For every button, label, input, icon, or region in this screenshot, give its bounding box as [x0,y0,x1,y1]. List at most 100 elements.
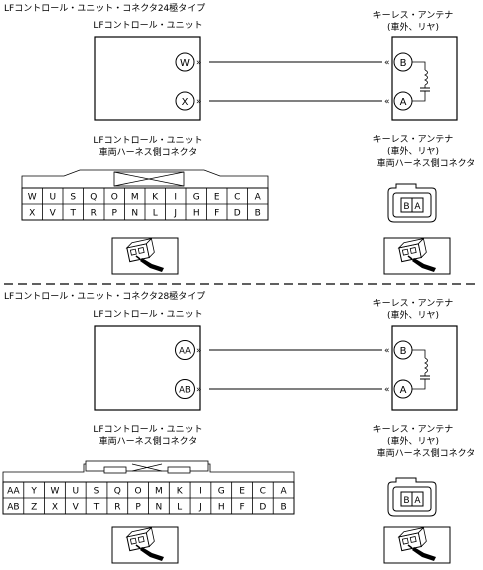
unit-label: LFコントロール・ユニット [93,310,202,320]
pin-circle [175,379,195,399]
connector-cavity-label: G [193,193,200,203]
antenna-pin-label: B [400,346,407,357]
connector-cavity-label: Q [114,487,121,497]
connector-housing [21,169,269,188]
connector-arrow: « [384,58,390,68]
probe-icon [111,237,179,275]
connector-cavity-label: R [114,503,120,513]
connector-cavity-label: C [260,487,266,497]
antenna-label-line2: (車外、リヤ) [387,21,439,33]
connector-arrow: » [196,346,202,356]
connector-cavity-label: K [177,487,184,497]
connector-cavity-label: L [177,503,182,513]
antenna-coil-capacitor [412,61,430,102]
connector-cavity-label: Z [31,503,37,513]
connector-cavity-label: P [135,503,141,513]
section-title: LFコントロール・ユニット・コネクタ28極タイプ [4,290,205,302]
connector-arrow: » [196,385,202,395]
connector-cavity-label: V [73,503,80,513]
antenna-label-line1: キーレス・アンテナ [373,10,454,21]
connector-cavity-label: Y [30,487,37,497]
antenna-conn-pin: A [414,496,421,506]
connector-cavity-label: AB [7,503,19,513]
unit-pin-label: W [180,58,190,69]
antenna-conn-pin: A [414,202,421,212]
connector-cavity-label: L [153,209,158,219]
antenna-conn-pin: B [403,202,409,212]
connector-arrow: « [384,385,390,395]
antenna-coil-capacitor [412,349,430,390]
connector-cavity-label: R [91,209,97,219]
connector-cavity-label: H [193,209,200,219]
connector-cavity-label: P [112,209,118,219]
connector-cavity-label: I [174,193,177,203]
connector-cavity-label: D [234,209,241,219]
antenna-connector: B A [387,477,437,517]
connector-cavity-label: H [218,503,225,513]
connector-cavity-label: T [93,503,100,513]
connector-cavity-label: C [234,193,240,203]
probe-icon [383,237,451,275]
connector-cavity-label: M [131,193,139,203]
connector-cavity-label: M [155,487,163,497]
connector-cavity-label: F [239,503,244,513]
antenna-connector-label-line2: (車外、リヤ) [387,145,439,157]
antenna-pin-label: A [400,385,407,396]
connector-arrow: » [196,58,202,68]
connector-arrow: « [384,97,390,107]
connector-cavity-label: U [72,487,79,497]
pin-circle [175,91,195,111]
unit-label: LFコントロール・ユニット [93,21,202,31]
section-title: LFコントロール・ユニット・コネクタ24極タイプ [4,2,205,14]
connector-cavity-label: D [259,503,266,513]
connector-cavity-label: G [218,487,225,497]
pin-circle [175,52,195,72]
connector-cavity-label: I [199,487,202,497]
connector-cavity-label: S [70,193,76,203]
unit-connector-label-line1: LFコントロール・ユニット [93,425,202,435]
connector-cavity-label: K [152,193,159,203]
antenna-connector: B A [387,183,437,223]
connector-cavity-label: W [28,193,37,203]
unit-pin-label: AB [179,386,191,396]
connector-cavity-label: E [239,487,245,497]
connector-cavity-label: X [29,209,35,219]
connector-arrow: » [196,97,202,107]
connector-arrow: « [384,346,390,356]
antenna-label-line2: (車外、リヤ) [387,309,439,321]
connector-cavity-label: J [173,209,177,219]
unit-pin-label: X [182,97,189,108]
connector-cavity-label: B [255,209,261,219]
connector-cavity-label: Q [90,193,97,203]
connector-cavity-label: O [135,487,142,497]
unit-pin-label: AA [179,347,191,357]
connector-cavity-label: AA [7,487,20,497]
connector-lock [85,460,209,472]
connector-cavity-label: A [281,487,288,497]
connector-cavity-label: N [156,503,163,513]
antenna-connector-label-line3: 車両ハーネス側コネクタ [377,447,476,459]
connector-cavity-label: V [50,209,57,219]
unit-connector-label-line2: 車両ハーネス側コネクタ [99,146,198,158]
connector-cavity-label: J [198,503,202,513]
connector-cavity-label: U [49,193,56,203]
connector-cavity-label: S [94,487,100,497]
unit-connector-label-line2: 車両ハーネス側コネクタ [99,435,198,447]
section-24pin: LFコントロール・ユニット・コネクタ24極タイプ LFコントロール・ユニット キ… [4,2,475,275]
unit-connector-28pin: AA Y W U S Q O M K I G E C A AB Z X V T R P N L J H F D B [2,460,295,515]
unit-connector-label-line1: LFコントロール・ユニット [93,136,202,146]
antenna-conn-pin: B [403,496,409,506]
connector-cavity-label: B [281,503,287,513]
connector-cavity-label: E [214,193,220,203]
antenna-connector-label-line1: キーレス・アンテナ [373,424,454,435]
connector-cavity-label: N [131,209,138,219]
connector-cavity-label: X [52,503,58,513]
section-28pin: LFコントロール・ユニット・コネクタ28極タイプ LFコントロール・ユニット キ… [2,290,476,564]
connector-cavity-label: O [111,193,118,203]
antenna-label-line1: キーレス・アンテナ [373,298,454,309]
antenna-connector-label-line2: (車外、リヤ) [387,435,439,447]
connector-cavity-label: W [51,487,60,497]
probe-icon [383,526,451,564]
